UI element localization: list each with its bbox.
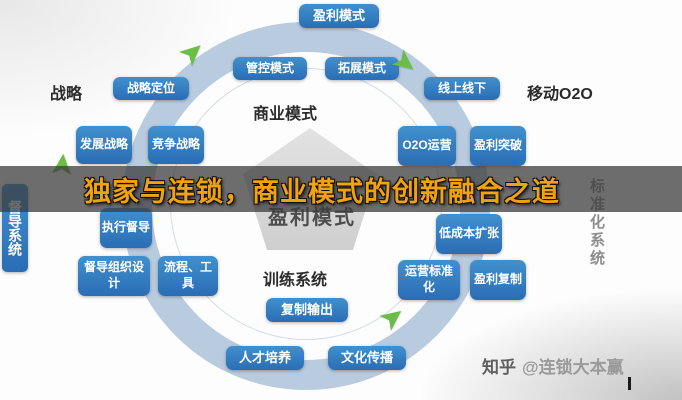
label-business-model: 商业模式 xyxy=(253,106,318,123)
node-profit-replication: 盈利复制 xyxy=(470,260,526,300)
node-profit-model-top: 盈利模式 xyxy=(299,4,379,28)
label-strategy: 战略 xyxy=(50,86,83,103)
cursor-mark xyxy=(628,377,631,390)
node-low-cost-expansion: 低成本扩张 xyxy=(436,214,502,254)
node-development-strategy: 发展战略 xyxy=(76,126,132,164)
node-competition-strategy: 竞争战略 xyxy=(148,126,204,164)
background-shade-bottom-right xyxy=(422,290,682,400)
node-control-model: 管控模式 xyxy=(233,57,307,80)
node-process-tools: 流程、工具 xyxy=(158,256,218,296)
node-o2o-operation: O2O运营 xyxy=(398,126,456,166)
node-execution-supervision: 执行督导 xyxy=(100,208,152,248)
page-title: 独家与连锁，商业模式的创新融合之道 xyxy=(84,176,560,207)
node-profit-breakthrough: 盈利突破 xyxy=(470,126,526,166)
node-expansion-model: 拓展模式 xyxy=(325,57,399,80)
label-training-system: 训练系统 xyxy=(263,272,328,289)
watermark-handle: @连锁大本赢 xyxy=(522,358,624,377)
node-culture-spread: 文化传播 xyxy=(328,346,406,370)
title-overlay-band: 独家与连锁，商业模式的创新融合之道 xyxy=(0,166,682,212)
node-operation-standardization: 运营标准化 xyxy=(398,260,460,300)
node-supervision-org-design: 督导组织设计 xyxy=(78,256,150,296)
watermark: 知乎 @连锁大本赢 xyxy=(482,353,624,378)
node-replication-output: 复制输出 xyxy=(266,298,348,322)
pentagon-label: 盈利模式 xyxy=(268,207,356,229)
watermark-brand: 知乎 xyxy=(482,358,516,377)
node-talent-training: 人才培养 xyxy=(226,346,304,370)
node-online-offline: 线上线下 xyxy=(424,77,500,100)
node-strategy-positioning: 战略定位 xyxy=(113,77,189,100)
label-mobile-o2o: 移动O2O xyxy=(527,86,593,103)
